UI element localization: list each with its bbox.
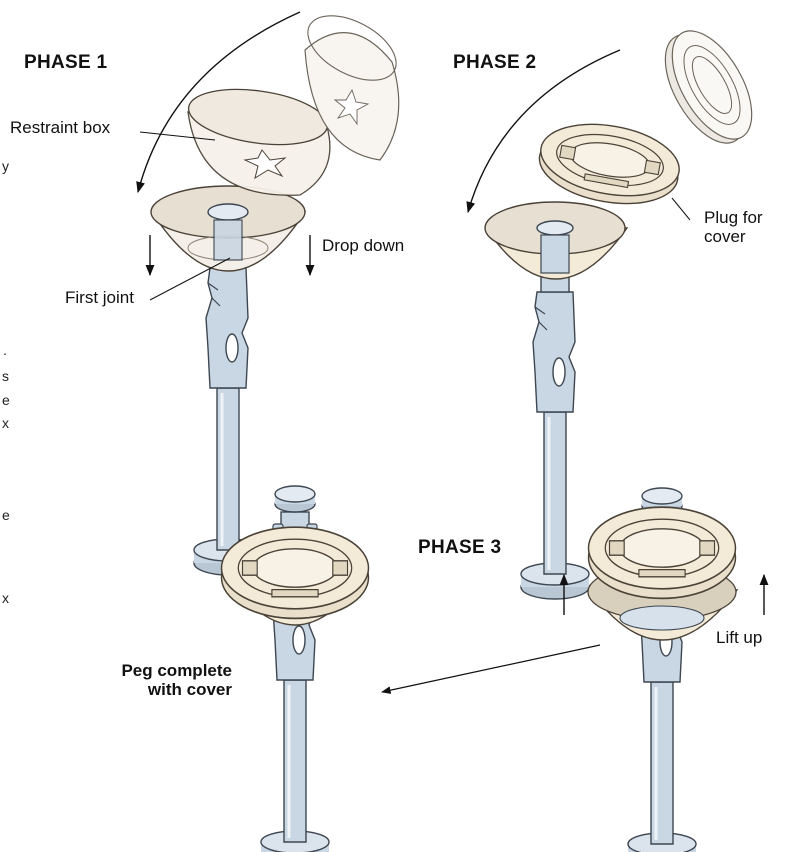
drop-down-label: Drop down [322,236,404,255]
phase3-heading: PHASE 3 [418,537,501,559]
restraint-box-label: Restraint box [10,118,110,137]
plug-label-line2: cover [704,227,763,246]
edge-fragment: s [2,368,9,384]
edge-fragment: e [2,507,10,523]
edge-fragment: x [2,415,9,431]
edge-fragment: e [2,392,10,408]
plug-for-cover-label: Plug for cover [704,208,763,246]
phase1-illustration [138,3,407,575]
phase2-heading: PHASE 2 [453,52,536,74]
edge-fragment: x [2,590,9,606]
lift-up-label: Lift up [716,628,762,647]
peg-label-line2: with cover [80,680,232,699]
phase3-complete-illustration [222,486,369,852]
peg-label-line1: Peg complete [80,661,232,680]
edge-fragment: . [3,342,7,358]
plug-label-line1: Plug for [704,208,763,227]
edge-fragment: y [2,158,9,174]
peg-complete-label: Peg complete with cover [80,661,232,699]
phase1-heading: PHASE 1 [24,52,107,74]
first-joint-label: First joint [65,288,134,307]
phase2-illustration [468,18,768,599]
